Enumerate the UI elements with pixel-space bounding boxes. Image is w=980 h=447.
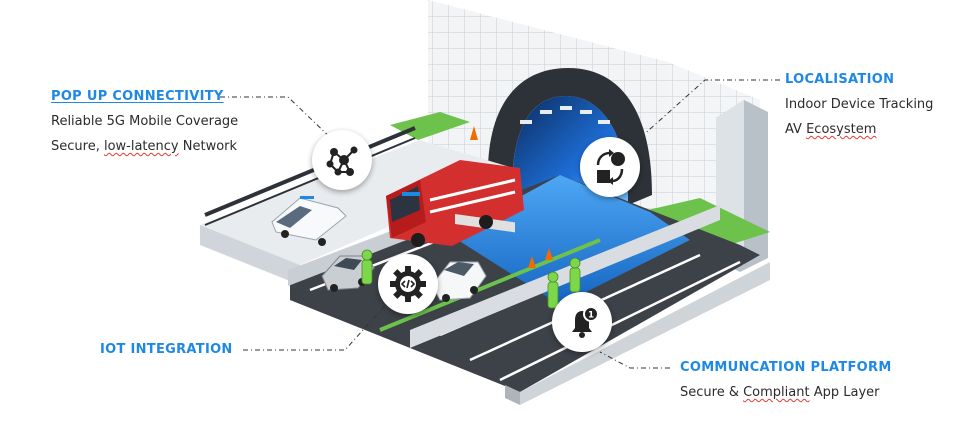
road-workers (361, 249, 581, 309)
network-nodes-icon (326, 146, 358, 176)
popup-connectivity-line1: Reliable 5G Mobile Coverage (51, 114, 239, 129)
popup-connectivity-line2: Secure, low-latency Network (51, 139, 238, 154)
traffic-cones (470, 126, 553, 268)
iot-integration-title: IOT INTEGRATION (100, 342, 233, 357)
communication-platform-line1: Secure & Compliant App Layer (680, 385, 892, 400)
iot-integration-badge (378, 254, 438, 314)
notification-count: 1 (588, 311, 594, 321)
localisation-title: LOCALISATION (785, 72, 895, 87)
white-car (431, 261, 487, 302)
fire-truck (386, 160, 524, 247)
connector-communication (599, 351, 670, 369)
localisation-badge (580, 137, 640, 197)
connector-iot (243, 299, 391, 351)
popup-connectivity-title: POP UP CONNECTIVITY (51, 89, 224, 104)
localisation-line1: Indoor Device Tracking (785, 97, 934, 112)
localisation-line2: AV Ecosystem (785, 122, 933, 137)
communication-platform-title: COMMUNCATION PLATFORM (680, 360, 892, 375)
iot-integration-callout: IOT INTEGRATION (100, 342, 233, 357)
popup-connectivity-badge (312, 130, 372, 190)
bell-notification-icon: 1 (572, 306, 599, 338)
connector-popup (220, 96, 336, 143)
communication-platform-badge: 1 (552, 292, 612, 352)
popup-line2-suffix: Network (178, 139, 238, 154)
shapes-cycle-icon (596, 149, 625, 185)
code-gear-icon (390, 266, 426, 302)
communication-line1-suffix: App Layer (809, 385, 880, 400)
communication-platform-callout: COMMUNCATION PLATFORM Secure & Compliant… (680, 360, 892, 400)
communication-line1-prefix: Secure & (680, 385, 744, 400)
localisation-line2-prefix: AV (785, 122, 807, 137)
popup-connectivity-callout: POP UP CONNECTIVITY Reliable 5G Mobile C… (51, 89, 238, 154)
communication-line1-marked: Compliant (743, 385, 810, 400)
connector-localisation (639, 79, 780, 139)
white-van (271, 196, 347, 246)
popup-line2-prefix: Secure, (51, 139, 104, 154)
localisation-callout: LOCALISATION Indoor Device Tracking AV E… (785, 72, 933, 137)
popup-line2-marked: low-latency (103, 139, 179, 154)
localisation-line2-marked: Ecosystem (806, 122, 877, 137)
silver-car (321, 255, 375, 292)
